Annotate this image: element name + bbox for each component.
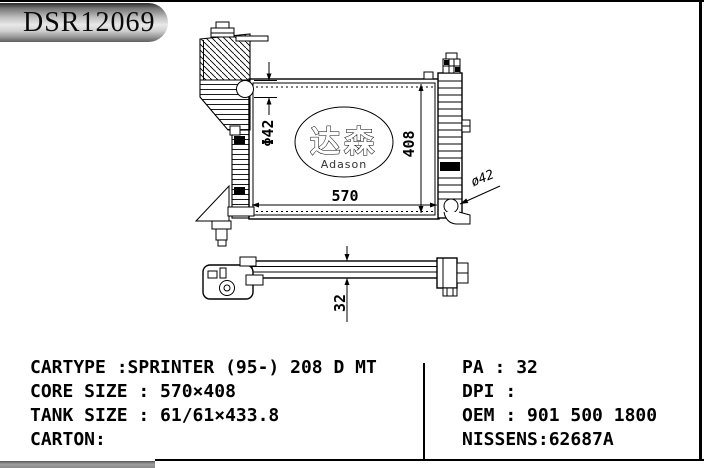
part-number: DSR12069 [23,7,156,38]
page-bottom-border [155,459,704,461]
dimension-core-width: 570 [252,187,437,208]
spec-value: SPRINTER (95-) 208 D MT [127,357,377,378]
radiator-front-view: 达森 Adason Φ42 408 [194,21,501,247]
dim-label-outlet-diameter: ø42 [469,167,497,190]
dimension-core-height: 408 [400,84,424,213]
brand-logo: 达森 Adason [294,106,394,178]
spec-label: NISSENS: [462,429,549,450]
spec-label: CARTYPE : [30,357,128,378]
spec-value: 901 500 1800 [527,405,658,426]
spec-row-cartype: CARTYPE :SPRINTER (95-) 208 D MT [30,356,377,380]
spec-label: DPI : [462,381,517,402]
spec-row-dpi: DPI : [462,380,657,404]
outlet-bracket [443,211,471,225]
spec-value: 62687A [548,429,614,450]
spec-block-right: PA : 32 DPI : OEM : 901 500 1800 NISSENS… [462,356,657,452]
page-right-border [699,0,702,461]
side-view-right-connector [436,257,469,297]
dimension-outlet-diameter: ø42 [459,167,501,205]
next-page-header-sliver [0,461,155,468]
dim-label-core-thickness: 32 [331,294,349,312]
spec-value: 32 [516,357,538,378]
spec-value: 61/61×433.8 [160,405,280,426]
spec-label: PA : [462,357,517,378]
logo-oval [294,106,394,178]
spec-row-oem: OEM : 901 500 1800 [462,404,657,428]
radiator-side-view: 32 [202,246,469,322]
spec-row-nissens: NISSENS:62687A [462,428,657,452]
logo-cjk-text: 达森 [310,125,378,160]
spec-label: OEM : [462,405,528,426]
left-tank-clip [229,125,241,136]
left-mount-gusset [194,184,230,222]
dim-label-core-height: 408 [400,130,418,157]
part-number-plate: DSR12069 [0,3,168,42]
inlet-pipe [236,80,254,98]
logo-latin-text: Adason [321,158,368,171]
dimension-core-thickness: 32 [331,246,350,322]
spec-label: TANK SIZE : [30,405,161,426]
left-tank [194,21,269,247]
spec-block-left: CARTYPE :SPRINTER (95-) 208 D MT CORE SI… [30,356,377,452]
spec-label: CORE SIZE : [30,381,161,402]
side-view-body [251,260,439,279]
spec-row-tank-size: TANK SIZE : 61/61×433.8 [30,404,377,428]
spec-label: CARTON: [30,429,106,450]
spec-column-divider [423,363,425,461]
spec-row-pa: PA : 32 [462,356,657,380]
outlet-pipe [443,198,459,214]
side-view-left-bracket [202,256,264,300]
spec-row-core-size: CORE SIZE : 570×408 [30,380,377,404]
dim-label-inlet-diameter: Φ42 [259,119,277,146]
dimension-inlet-diameter: Φ42 [254,62,277,147]
core-top-clip [423,71,434,80]
spec-row-carton: CARTON: [30,428,377,452]
right-tank [423,52,471,225]
spec-value: 570×408 [160,381,236,402]
page-top-border [0,0,704,2]
dim-label-core-width: 570 [331,187,358,205]
overflow-tube [235,35,269,42]
